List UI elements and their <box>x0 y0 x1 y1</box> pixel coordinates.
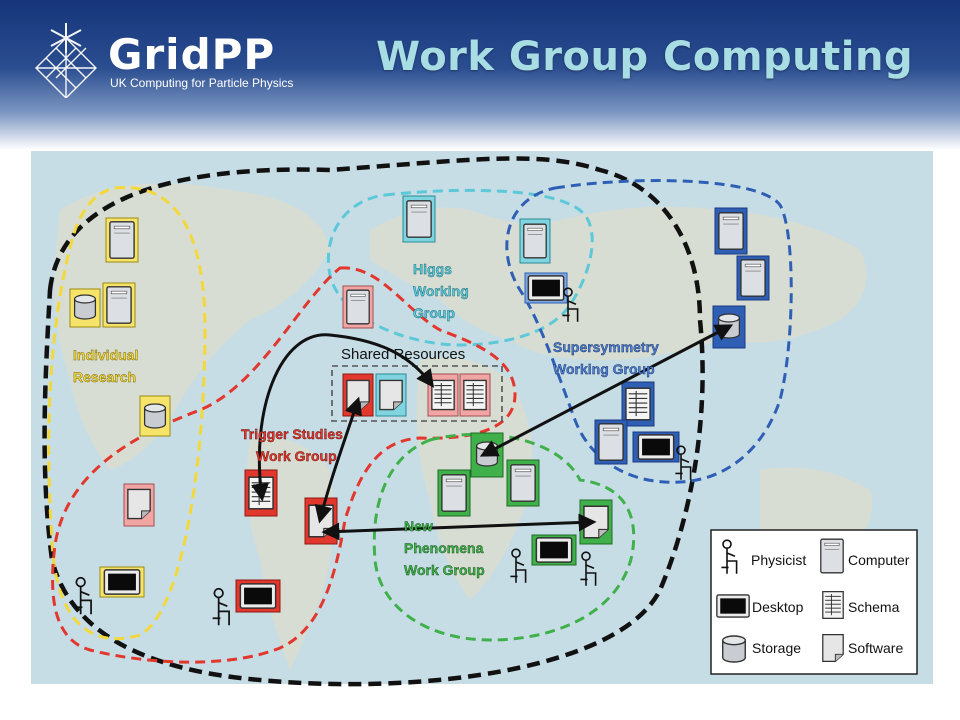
connection-arrows <box>251 324 734 541</box>
desktop-icon <box>716 594 750 618</box>
legend-software: Software <box>848 640 903 656</box>
logo-subtitle: UK Computing for Particle Physics <box>110 76 294 90</box>
computer-icon <box>718 212 744 250</box>
computer-icon <box>523 223 547 259</box>
storage-icon <box>721 635 747 663</box>
desktop-icon <box>239 583 277 609</box>
computer-icon <box>441 474 467 512</box>
individual-research-boundary <box>47 186 207 641</box>
arrow-trigger-software-to-shared <box>314 396 363 524</box>
desktop-icon <box>637 434 675 460</box>
desktop-icon <box>535 537 573 563</box>
schema-icon <box>431 379 455 411</box>
legend-schema: Schema <box>848 599 900 615</box>
gridpp-logo-icon <box>35 23 97 98</box>
schema-icon <box>463 379 487 411</box>
legend-storage: Storage <box>752 640 801 656</box>
desktop-icon <box>103 569 141 595</box>
higgs-resources <box>342 195 579 329</box>
computer-icon <box>740 259 766 297</box>
schema-icon <box>822 590 844 620</box>
arrow-trigger-to-shared <box>251 333 435 502</box>
computer-icon <box>406 200 432 238</box>
legend-physicist: Physicist <box>751 552 806 568</box>
software-icon <box>822 633 844 663</box>
storage-icon <box>143 403 167 429</box>
individual-resources <box>69 217 171 616</box>
higgs-label-line1: Higgs <box>413 261 452 277</box>
new-phenomena-label-line2: Phenomena <box>404 540 484 556</box>
trigger-label-line2: Work Group <box>256 448 337 464</box>
logo-wordmark: GridPP <box>108 30 276 79</box>
header-banner: GridPP UK Computing for Particle Physics… <box>0 0 960 150</box>
susy-label-line1: Supersymmetry <box>553 339 659 355</box>
higgs-label-line2: Working <box>413 283 469 299</box>
computer-icon <box>106 286 132 324</box>
shared-resources-label: Shared Resources <box>341 346 465 363</box>
desktop-icon <box>527 275 565 301</box>
software-icon <box>127 488 151 520</box>
susy-label-line2: Working Group <box>553 361 655 377</box>
new-phenomena-boundary <box>372 432 636 642</box>
computer-icon <box>598 423 624 461</box>
legend-computer: Computer <box>848 552 910 568</box>
group-labels: Individual Research Higgs Working Group … <box>73 261 659 578</box>
computer-icon <box>109 221 135 259</box>
new-phenomena-label-line3: Work Group <box>404 562 485 578</box>
computer-icon <box>820 538 844 574</box>
schema-icon <box>625 387 651 421</box>
individual-label-line1: Individual <box>73 347 138 363</box>
susy-group-boundary <box>505 179 793 484</box>
arrow-susy-to-new-phenomena <box>479 324 734 457</box>
computer-icon <box>346 289 370 325</box>
storage-icon <box>73 294 97 320</box>
new-phenomena-label-line1: New <box>404 518 433 534</box>
software-icon <box>346 379 370 411</box>
trigger-label-line1: Trigger Studies <box>241 426 343 442</box>
arrow-trigger-to-new-phenomena <box>321 513 597 541</box>
legend: Physicist Computer Desktop Schema Storag… <box>710 529 918 675</box>
individual-label-line2: Research <box>73 369 136 385</box>
legend-desktop: Desktop <box>752 599 804 615</box>
page-title: Work Group Computing <box>376 34 914 80</box>
software-icon <box>379 379 403 411</box>
higgs-label-line3: Group <box>413 305 455 321</box>
computer-icon <box>510 464 536 502</box>
